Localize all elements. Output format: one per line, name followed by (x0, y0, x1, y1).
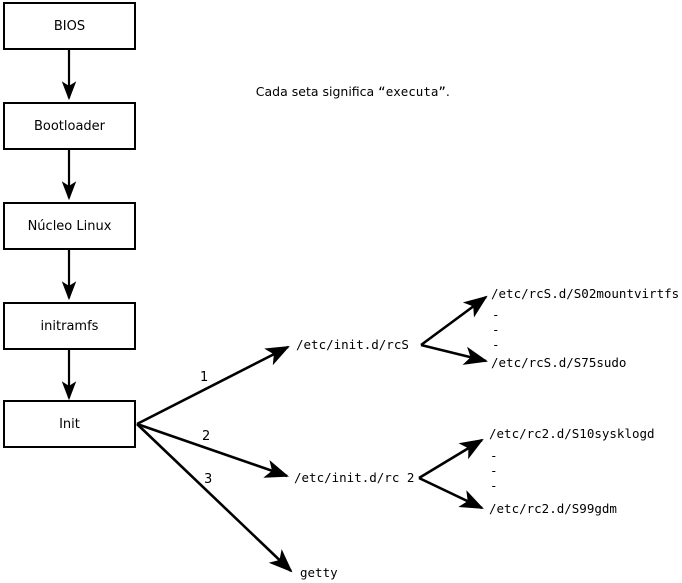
branch-number-2: 2 (202, 429, 211, 444)
script-rcs-last[interactable]: /etc/rcS.d/S75sudo (491, 355, 627, 370)
arrow-rc2-to-first-script (418, 438, 484, 480)
node-label-bios: BIOS (53, 18, 86, 34)
legend-note-quoted-term: “executa” (378, 84, 446, 99)
node-label-bootloader: Bootloader (33, 118, 106, 134)
script-rcs-ellipsis-2: - (492, 322, 500, 337)
arrow-init-to-rc2 (136, 422, 289, 478)
arrow-rcs-to-first-script (420, 295, 488, 347)
node-box-bios[interactable]: BIOS (3, 2, 136, 50)
script-rc2-last[interactable]: /etc/rc2.d/S99gdm (489, 501, 617, 516)
arrow-rc2-to-last-script (418, 476, 484, 510)
script-rc2-ellipsis-1: - (490, 448, 498, 463)
branch-number-1: 1 (200, 370, 209, 385)
arrow-rcs-to-last-script (420, 343, 489, 365)
node-box-init[interactable]: Init (3, 400, 136, 448)
node-label-getty[interactable]: getty (300, 565, 338, 580)
script-rc2-ellipsis-2: - (490, 463, 498, 478)
node-box-bootloader[interactable]: Bootloader (3, 102, 136, 150)
node-box-initramfs[interactable]: initramfs (3, 302, 136, 350)
node-box-kernel[interactable]: Núcleo Linux (3, 202, 136, 250)
legend-note-suffix: . (445, 84, 450, 99)
script-rcs-first[interactable]: /etc/rcS.d/S02mountvirtfs (491, 286, 680, 301)
script-rc2-first[interactable]: /etc/rc2.d/S10sysklogd (489, 426, 655, 441)
node-label-rcs[interactable]: /etc/init.d/rcS (296, 337, 409, 352)
legend-note: Cada seta significa “executa”. (238, 68, 450, 116)
legend-note-prefix: Cada seta significa (255, 84, 379, 99)
node-label-initramfs: initramfs (40, 318, 99, 334)
script-rc2-ellipsis-3: - (490, 478, 498, 493)
script-rcs-ellipsis-3: - (492, 337, 500, 352)
node-label-kernel: Núcleo Linux (27, 218, 112, 234)
node-label-rc2[interactable]: /etc/init.d/rc 2 (294, 470, 415, 485)
node-label-init: Init (59, 416, 80, 432)
arrow-init-to-rcs (136, 345, 290, 426)
arrow-init-to-getty (136, 423, 293, 573)
branch-number-3: 3 (204, 472, 213, 487)
script-rcs-ellipsis-1: - (492, 307, 500, 322)
